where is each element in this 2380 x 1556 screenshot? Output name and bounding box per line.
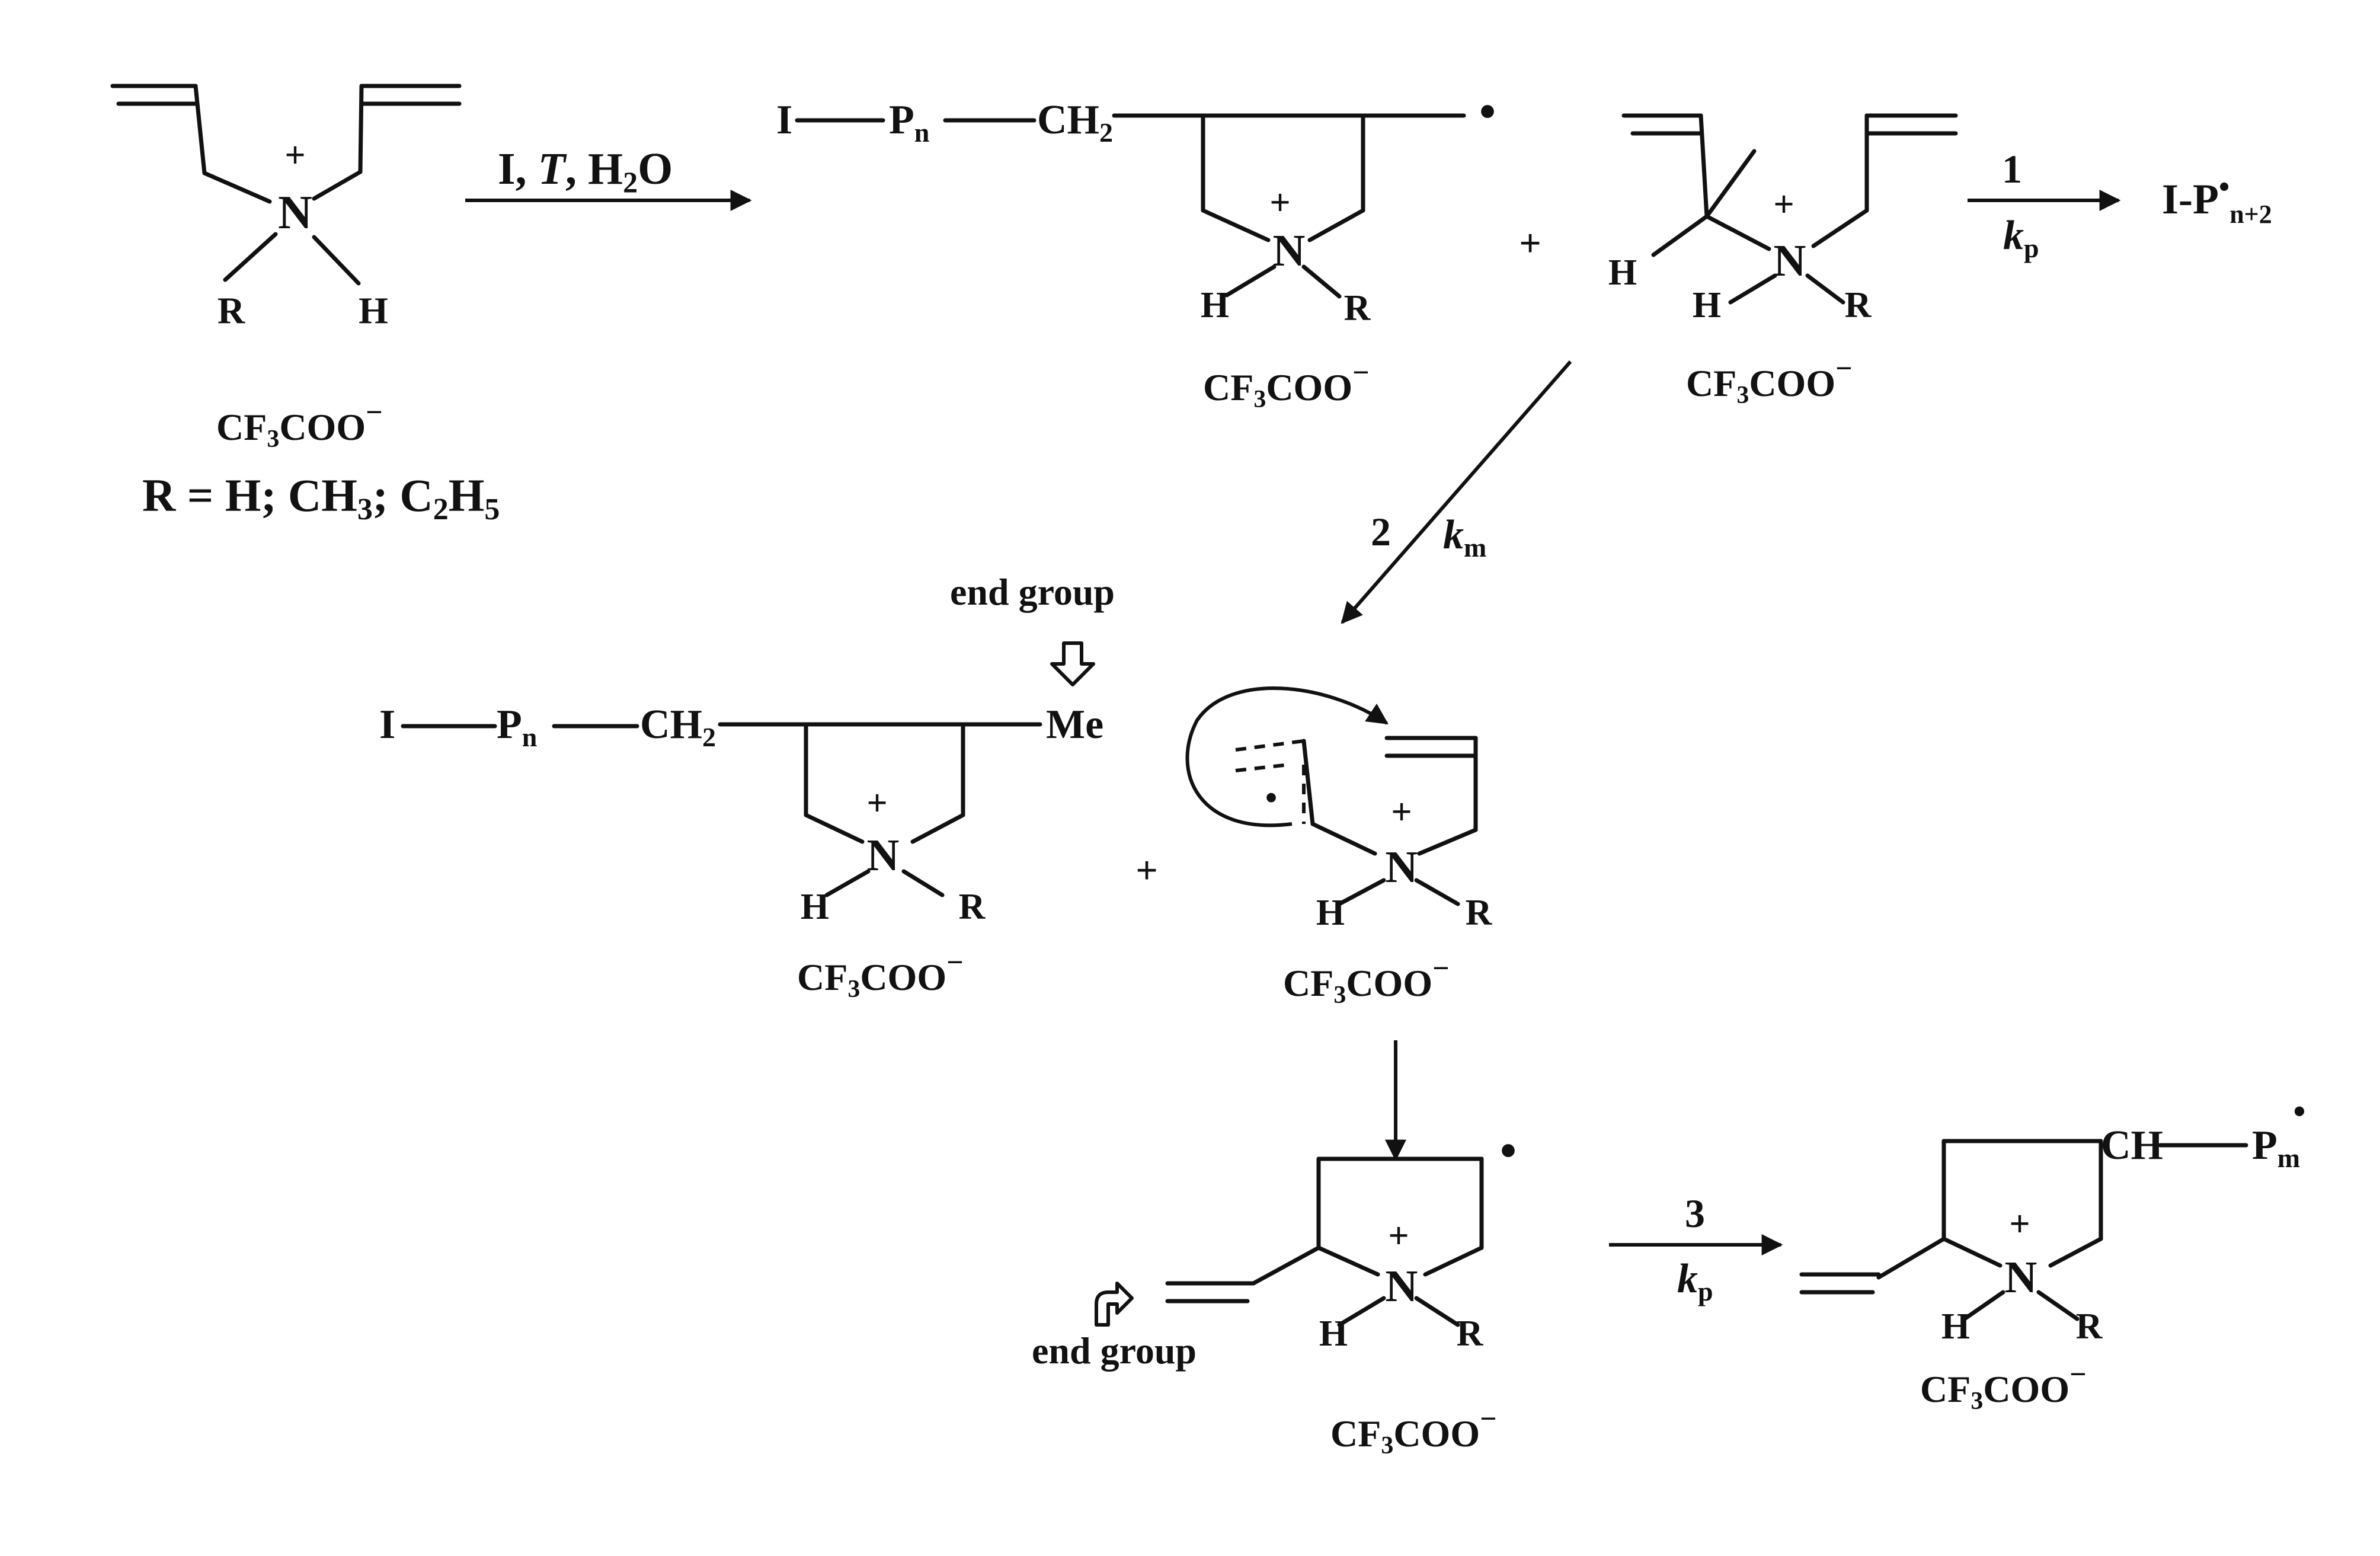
initiation-step: I, T, H2O [465,144,752,211]
propagation-path-1: 1 kp I-P•n+2 [1968,146,2272,263]
path-1-rate-constant: kp [2003,213,2039,263]
chain-transfer-path-2: 2 km [1341,360,1572,624]
path-3-rate-constant: kp [1677,1256,1713,1306]
end-group-hollow-arrow-down [1050,641,1095,686]
attacked-monomer-h-atom: H [1693,285,1721,325]
macroradical-dot: • [1479,86,1496,138]
path-1-product: I-P•n+2 [2162,170,2272,229]
initiation-conditions: I, T, H2O [498,144,673,199]
allylic-radical-h-atom: H [1316,893,1345,933]
path-1-number: 1 [2002,146,2022,191]
methylene-group: CH2 [1037,97,1113,148]
propagation-path-3: 3 kp [1609,1191,1783,1306]
cyclized-radical-dot: • [1500,1125,1517,1177]
allylic-radical-n-atom: N [1386,842,1418,892]
monomer-counterion: CF3COO− [216,395,383,453]
macroradical-counterion: CF3COO− [1203,356,1370,413]
initiator-fragment: I [776,97,792,143]
final-radical-dot: • [2293,1092,2305,1131]
dead-initiator-fragment: I [379,702,395,747]
attacked-monomer-n-atom: N [1774,236,1806,286]
cyclization-curved-arrow [1185,686,1389,827]
polymer-chain-label: Pn [889,97,929,148]
growing-macroradical: I Pn CH2 • + N H R CF3COO− [776,86,1496,413]
dead-polymer-r-group: R [959,887,986,927]
dead-polymer-chain-label: Pn [497,702,537,752]
end-group-hollow-arrow-curved [1095,1282,1134,1327]
reactant-plus-sign: + [1519,222,1541,265]
final-product-r-group: R [2076,1306,2103,1347]
final-ch-group: CH [2101,1123,2163,1168]
final-product-h-atom: H [1941,1306,1970,1347]
path-2-rate-constant: km [1443,512,1486,563]
propagating-cyclic-radical: CH Pm • + N H R CF3COO− [1799,1092,2306,1415]
macroradical-ring [1112,113,1466,299]
end-group-label-bottom: end group [1032,1330,1197,1372]
attacked-monomer-allylic-h: H [1608,253,1637,293]
dead-methylene-group: CH2 [640,702,716,752]
dead-polymer-h-atom: H [801,887,829,927]
cyclized-radical-plus: + [1388,1216,1409,1256]
allylic-radical-bonds [1235,736,1478,906]
allylic-radical: • + N H R CF3COO− [1185,686,1493,1009]
cyclized-radical-h-atom: H [1319,1314,1348,1354]
final-polymer-chain-label: Pm [2252,1123,2300,1173]
path-2-number: 2 [1371,509,1391,554]
chain-transfer-arrow [1341,360,1572,624]
dead-polymer-plus: + [866,783,887,823]
attacked-monomer-bonds [1621,113,1958,305]
cyclized-radical-n-atom: N [1386,1261,1418,1311]
cyclized-radical-r-group: R [1457,1314,1484,1354]
monomer-bonds [110,84,462,286]
products-plus-sign: + [1135,849,1158,892]
cyclized-radical-counterion: CF3COO− [1330,1402,1497,1459]
allylic-radical-counterion: CF3COO− [1283,951,1450,1009]
diallylammonium-monomer: + N R H CF3COO− R = H; CH3; C2H5 [110,84,500,526]
macroradical-plus: + [1269,183,1290,223]
attacked-monomer-counterion: CF3COO− [1686,352,1853,409]
dead-polymer-counterion: CF3COO− [797,945,964,1003]
cyclized-radical: • end group + N H R CF3COO− [1032,1125,1517,1459]
attacked-monomer-plus: + [1773,184,1794,225]
attacked-monomer: H + N H R CF3COO− [1608,113,1958,409]
end-group-label-top: end group [950,571,1115,613]
dead-polymer-n-atom: N [867,830,900,880]
dead-polymer-ring [718,722,1042,897]
cyclized-radical-bonds [1165,1156,1484,1327]
allylic-radical-r-group: R [1466,893,1493,933]
final-product-bonds [1799,1139,2248,1321]
monomer-r-group: R [217,289,245,331]
final-product-n-atom: N [2005,1253,2037,1302]
r-group-definition: R = H; CH3; C2H5 [142,469,500,526]
final-product-plus: + [2009,1204,2030,1244]
monomer-n-atom: N [278,187,312,239]
methyl-end-group: Me [1046,702,1103,747]
monomer-h-atom: H [359,289,388,331]
monomer-plus: + [284,135,305,175]
macroradical-r-group: R [1344,288,1371,328]
final-product-counterion: CF3COO− [1920,1357,2087,1415]
allylic-radical-dot: • [1265,778,1277,817]
macroradical-n-atom: N [1273,226,1306,276]
macroradical-h-atom: H [1201,285,1229,325]
allylic-radical-plus: + [1391,792,1412,832]
terminated-polymer: end group I Pn CH2 Me + N H R CF3COO− [379,571,1115,1003]
attacked-monomer-r-group: R [1845,285,1872,325]
path-3-number: 3 [1685,1191,1705,1236]
